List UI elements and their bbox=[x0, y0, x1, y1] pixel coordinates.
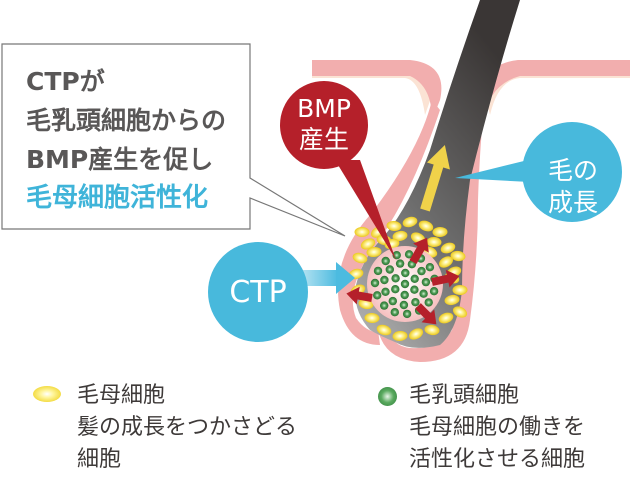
hair-matrix-cell bbox=[450, 250, 466, 262]
bmp-label-line-2: 産生 bbox=[298, 125, 349, 154]
hair-matrix-cell bbox=[376, 324, 392, 336]
dermal-papilla-cell bbox=[390, 308, 399, 317]
dermal-papilla-cell bbox=[400, 279, 410, 289]
dermal-papilla-cell bbox=[402, 309, 412, 319]
dermal-papilla-cell bbox=[373, 291, 382, 300]
hair-growth-bubble bbox=[455, 122, 622, 222]
dermal-papilla-cell bbox=[401, 268, 410, 278]
legend-hair-matrix-desc-1: 髪の成長をつかさどる bbox=[77, 415, 298, 440]
dermal-papilla-cell bbox=[417, 266, 426, 276]
dermal-papilla-cell bbox=[404, 250, 414, 259]
callout-box bbox=[1, 43, 346, 237]
bmp-arrow-down-right bbox=[415, 303, 437, 325]
dermal-papilla-cell bbox=[370, 278, 380, 288]
hair-matrix-cell bbox=[432, 226, 448, 238]
bmp-arrow-up bbox=[409, 237, 429, 264]
legend-dermal-papilla-desc-2: 活性化させる細胞 bbox=[409, 447, 586, 472]
hair-matrix-cell bbox=[439, 256, 453, 268]
legend-dermal-papilla-desc-1: 毛母細胞の働きを bbox=[409, 415, 586, 440]
dermal-papilla-cell bbox=[419, 289, 428, 298]
legend-hair-matrix-desc-2: 細胞 bbox=[77, 447, 122, 472]
hair-matrix-cell bbox=[352, 252, 368, 264]
hair-matrix-cell-marker-icon bbox=[33, 386, 61, 402]
legend-hair-matrix-cell: 毛母細胞 髪の成長をつかさどる 細胞 bbox=[77, 380, 297, 476]
growth-arrow-icon bbox=[420, 144, 450, 212]
hair-matrix-cell bbox=[354, 227, 370, 237]
hair-matrix-cell bbox=[408, 328, 424, 340]
dermal-papilla-cell bbox=[391, 274, 400, 283]
callout-line-3: BMP産生を促し bbox=[26, 145, 214, 174]
dermal-papilla-cell bbox=[391, 285, 400, 294]
dermal-papilla-cell bbox=[429, 287, 439, 296]
callout-line-1: CTPが bbox=[26, 67, 105, 96]
hair-matrix-cell bbox=[366, 246, 382, 258]
bmp-arrow-right bbox=[431, 269, 460, 288]
legend-dermal-papilla-cell: 毛乳頭細胞 毛母細胞の働きを 活性化させる細胞 bbox=[409, 380, 585, 476]
dermal-papilla-cell bbox=[381, 256, 390, 266]
dermal-papilla-cell bbox=[395, 259, 405, 268]
hair-matrix-cell bbox=[426, 236, 442, 248]
dermal-papilla-cell bbox=[399, 300, 409, 310]
hair-matrix-cell bbox=[360, 238, 376, 250]
bmp-bubble bbox=[280, 81, 396, 260]
ctp-label: CTP bbox=[229, 275, 287, 310]
dermal-papilla-cell bbox=[410, 285, 419, 294]
hair-matrix-cell bbox=[418, 220, 434, 232]
hair-growth-label: 毛の 成長 bbox=[530, 155, 616, 219]
dermal-papilla-cell bbox=[400, 290, 409, 300]
legend-hair-matrix-title: 毛母細胞 bbox=[77, 383, 166, 408]
dermal-papilla-cell bbox=[388, 296, 397, 306]
dermal-papilla-cell bbox=[425, 263, 435, 272]
hair-matrix-cell bbox=[386, 220, 402, 232]
hair-matrix-cell bbox=[364, 312, 380, 324]
hair-matrix-cell bbox=[444, 294, 460, 306]
hair-matrix-cell bbox=[452, 306, 468, 318]
hair-matrix-cell bbox=[392, 230, 408, 242]
dermal-papilla-cell bbox=[424, 298, 433, 307]
hair-matrix-cell bbox=[452, 284, 468, 296]
dermal-papilla-cell bbox=[411, 298, 420, 307]
hair-matrix-cell bbox=[438, 312, 454, 324]
legend-dermal-papilla-title: 毛乳頭細胞 bbox=[409, 383, 520, 408]
hair-growth-line-2: 成長 bbox=[547, 188, 598, 217]
hair-matrix-cell bbox=[392, 330, 408, 342]
dermal-papilla-cell bbox=[373, 266, 383, 276]
hair-matrix-cell bbox=[424, 324, 440, 336]
dermal-papilla-cell bbox=[410, 274, 419, 283]
callout-line-2: 毛乳頭細胞からの bbox=[26, 106, 227, 135]
callout-highlight: 毛母細胞活性化 bbox=[26, 183, 209, 213]
dermal-papilla-cell bbox=[381, 287, 390, 296]
ctp-bubble bbox=[208, 242, 355, 342]
dermal-papilla-cell bbox=[385, 265, 394, 274]
bmp-bubble-label: BMP 産生 bbox=[280, 93, 368, 155]
dermal-papilla-cell-marker-icon bbox=[378, 387, 397, 406]
callout-text: CTPが 毛乳頭細胞からの BMP産生を促し 毛母細胞活性化 bbox=[26, 62, 226, 218]
dermal-papilla-cell bbox=[380, 301, 389, 310]
bmp-arrows bbox=[346, 237, 460, 325]
dermal-papilla-cell bbox=[421, 277, 431, 287]
hair-matrix-cell bbox=[440, 242, 456, 254]
bmp-label-line-1: BMP bbox=[297, 94, 351, 123]
hair-matrix-cell bbox=[402, 216, 418, 228]
dermal-papilla-cell bbox=[380, 275, 389, 285]
skin-surface bbox=[312, 60, 630, 120]
bmp-arrow-left bbox=[346, 286, 373, 305]
hair-growth-line-1: 毛の bbox=[547, 156, 598, 185]
